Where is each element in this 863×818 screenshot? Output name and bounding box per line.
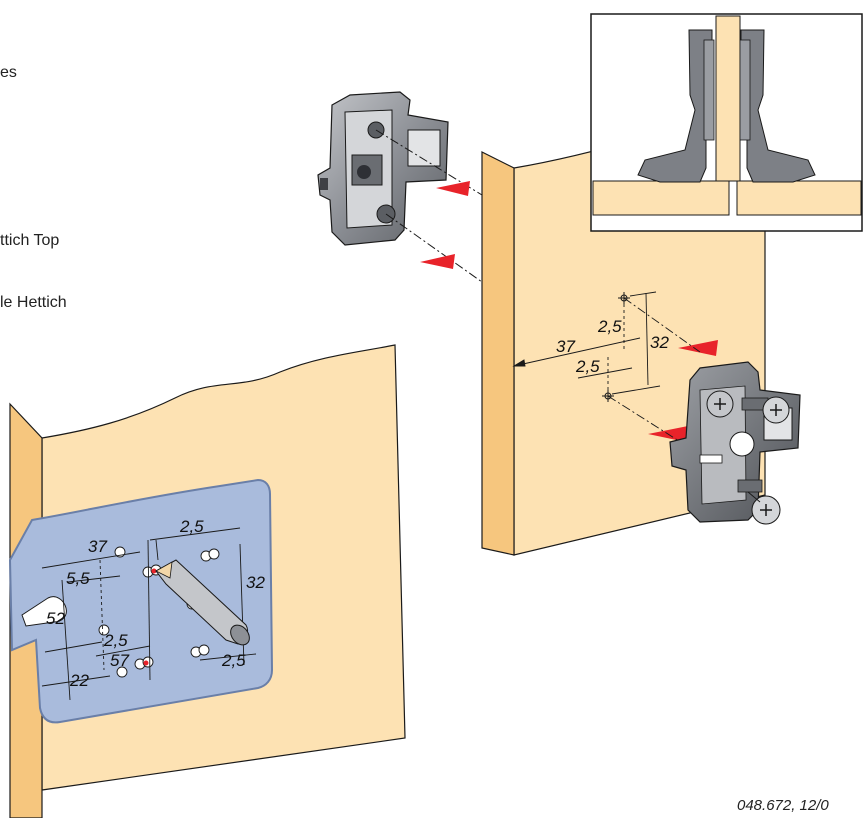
dimension-lines-right — [512, 291, 701, 449]
dim-template-height-left: 52 — [46, 609, 65, 628]
dim-template-height-right: 32 — [246, 573, 265, 592]
drilling-template — [8, 478, 274, 724]
dim-right-horizontal: 37 — [556, 337, 575, 356]
document-number: 048.672, 12/0 — [737, 797, 829, 814]
dim-template-offset-c: 2,5 — [103, 631, 128, 650]
text-fragment-3: le Hettich — [0, 294, 67, 311]
dim-template-offset-a: 2,5 — [179, 517, 204, 536]
dim-template-width-bottom: 22 — [69, 671, 89, 690]
mounting-plate-mounted — [669, 361, 801, 525]
phillips-screw-icon — [737, 479, 781, 525]
dim-template-offset-d: 2,5 — [221, 651, 246, 670]
pencil-icon — [155, 559, 250, 646]
dim-right-offset-bottom: 2,5 — [575, 357, 600, 376]
dim-right-offset-top: 2,5 — [597, 317, 622, 336]
dim-template-width-bottom-2: 57 — [110, 651, 129, 670]
panel-edge — [481, 151, 515, 556]
text-fragment-1: es — [0, 64, 17, 81]
text-fragment-2: ttich Top — [0, 232, 60, 249]
mounting-plate-top — [317, 91, 449, 246]
dim-right-vertical: 32 — [650, 333, 669, 352]
phillips-screw-icon — [706, 390, 790, 424]
inset-detail — [590, 13, 863, 232]
dim-template-offset-b: 5,5 — [66, 569, 90, 588]
dim-template-width-top: 37 — [88, 537, 107, 556]
